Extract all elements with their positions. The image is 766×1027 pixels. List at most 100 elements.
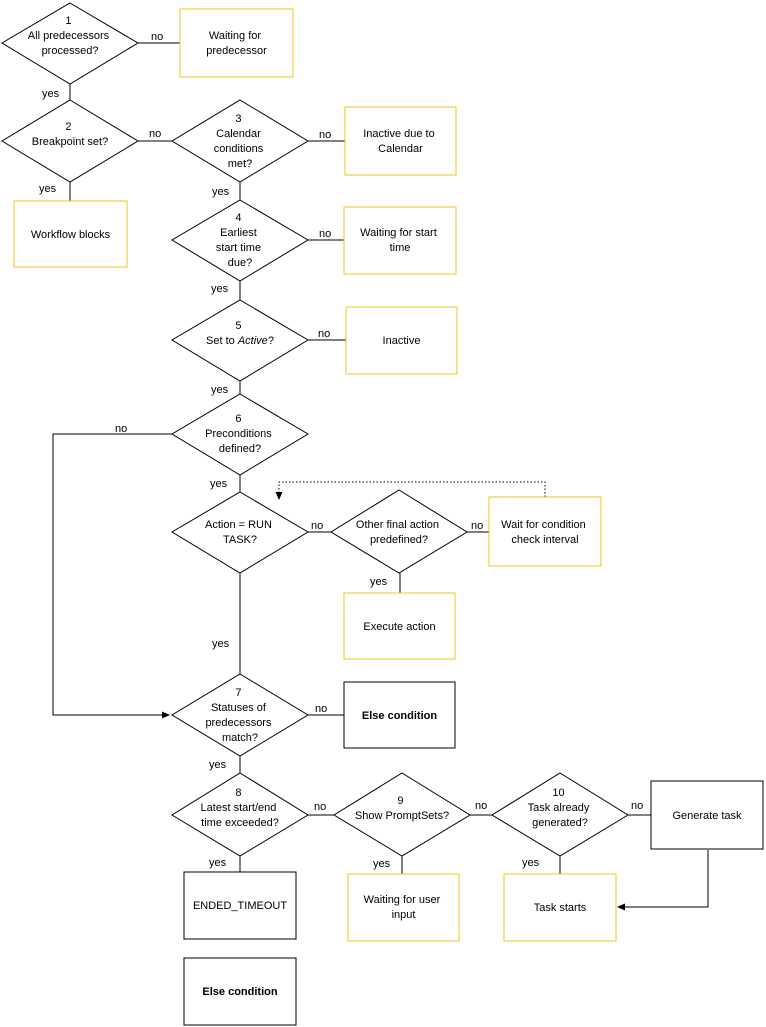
decision-9: 9 Show PromptSets?	[333, 772, 471, 857]
box-wait-for-condition-check-interval-shape	[488, 496, 602, 567]
box-else-condition-1-label: Else condition	[362, 710, 437, 722]
box-inactive-due-to-calendar-line-2: Calendar	[378, 143, 423, 155]
decision-6: 6 Preconditions defined?	[171, 393, 309, 476]
decision-8-line-2: Latest start/end	[201, 802, 277, 814]
decision-6-shape	[171, 393, 309, 476]
decisions: 1 All predecessors processed? 2 Breakpoi…	[1, 2, 629, 857]
box-else-condition-2-label: Else condition	[202, 986, 277, 998]
decision-10-line-2: Task already	[528, 802, 590, 814]
decision-7-line-3: predecessors	[205, 717, 272, 729]
decision-10-shape	[491, 772, 629, 857]
box-waiting-for-user-input-label: Waiting for user input	[364, 894, 444, 921]
decision-6-label: 6 Preconditions defined?	[205, 413, 275, 455]
box-wait-for-condition-check-interval-line-2: check interval	[511, 534, 578, 546]
box-waiting-for-start-time-label: Waiting for start time	[360, 227, 440, 254]
decision-9-label: 9 Show PromptSets?	[355, 795, 449, 822]
box-task-starts-line-1: Task starts	[534, 902, 587, 914]
edge-label-d8-no: no	[314, 801, 326, 813]
box-ended-timeout-shape	[183, 871, 297, 940]
decision-6-line-1: 6	[235, 413, 241, 425]
edge-label-d1-yes: yes	[42, 88, 60, 100]
box-generate-task: Generate task	[650, 780, 764, 850]
box-waiting-for-user-input-shape	[347, 873, 460, 942]
box-task-starts: Task starts	[503, 873, 617, 942]
edge-label-da-no: no	[311, 520, 323, 532]
box-waiting-for-start-time-line-2: time	[390, 242, 411, 254]
edge-label-d6-no: no	[115, 423, 127, 435]
decision-5-shape	[171, 299, 309, 382]
decision-action-run-task-line-2: TASK?	[223, 534, 257, 546]
edge-label-d5-yes: yes	[211, 384, 229, 396]
decision-action-run-task: Action = RUN TASK?	[171, 491, 309, 574]
box-else-condition-1: Else condition	[343, 681, 456, 749]
box-waiting-for-user-input-line-2: input	[392, 909, 416, 921]
decision-9-shape	[333, 772, 471, 857]
edge-label-db-yes: yes	[370, 576, 388, 588]
decision-4-line-4: due?	[228, 257, 252, 269]
box-inactive-due-to-calendar: Inactive due to Calendar	[344, 106, 457, 176]
edge-label-d3-yes: yes	[212, 186, 230, 198]
decision-2-line-1: 2	[65, 121, 71, 133]
decision-5-line-2: Set to Active?	[206, 335, 274, 347]
box-inactive-shape	[345, 306, 458, 375]
box-waiting-for-start-time-shape	[343, 206, 457, 275]
decision-5: 5 Set to Active?	[171, 299, 309, 382]
boxes: Waiting for predecessor Workflow blocks …	[13, 8, 764, 1026]
decision-4: 4 Earliest start time due?	[171, 199, 309, 282]
box-workflow-blocks-shape	[13, 200, 128, 268]
edge-wait-cond-loop	[275, 481, 546, 500]
decision-5-text-pre: Set to	[206, 335, 238, 347]
box-execute-action-label: Execute action	[363, 621, 435, 633]
decision-4-line-3: start time	[216, 242, 261, 254]
decision-3: 3 Calendar conditions met?	[171, 99, 309, 183]
edge-label-d2-no: no	[149, 128, 161, 140]
edge-labels: no yes no yes no yes no yes no yes no ye…	[39, 31, 643, 870]
decision-6-line-2: Preconditions	[205, 428, 272, 440]
decision-8: 8 Latest start/end time exceeded?	[171, 772, 309, 857]
decision-action-run-task-shape	[171, 491, 309, 574]
edge-label-d4-yes: yes	[211, 283, 229, 295]
edge-label-d7-no: no	[315, 703, 327, 715]
decision-3-label: 3 Calendar conditions met?	[214, 113, 267, 170]
box-else-condition-1-line-1: Else condition	[362, 710, 437, 722]
box-waiting-for-predecessor-line-2: predecessor	[206, 45, 267, 57]
edge-label-d3-no: no	[319, 129, 331, 141]
decision-3-shape	[171, 99, 309, 183]
box-ended-timeout: ENDED_TIMEOUT	[183, 871, 297, 940]
box-waiting-for-predecessor: Waiting for predecessor	[179, 8, 294, 78]
box-execute-action-line-1: Execute action	[363, 621, 435, 633]
edge-label-d8-yes: yes	[209, 857, 227, 869]
box-wait-for-condition-check-interval-line-1: Wait for condition	[501, 519, 586, 531]
box-generate-task-line-1: Generate task	[672, 810, 742, 822]
box-waiting-for-predecessor-label: Waiting for predecessor	[206, 30, 267, 57]
box-task-starts-shape	[503, 873, 617, 942]
edge-label-d9-yes: yes	[373, 858, 391, 870]
box-waiting-for-start-time: Waiting for start time	[343, 206, 457, 275]
edge-label-d4-no: no	[319, 228, 331, 240]
decision-9-line-1: 9	[397, 795, 403, 807]
decision-3-line-1: 3	[235, 113, 241, 125]
decision-4-label: 4 Earliest start time due?	[216, 212, 264, 269]
decision-3-line-4: met?	[228, 158, 252, 170]
box-workflow-blocks-line-1: Workflow blocks	[31, 229, 111, 241]
decision-10: 10 Task already generated?	[491, 772, 629, 857]
decision-1-line-1: 1	[65, 15, 71, 27]
box-waiting-for-predecessor-shape	[179, 8, 294, 78]
box-execute-action-shape	[343, 592, 456, 660]
decision-8-shape	[171, 772, 309, 857]
decision-10-line-3: generated?	[532, 817, 588, 829]
edge-label-d6-yes: yes	[210, 478, 228, 490]
decision-2: 2 Breakpoint set?	[1, 99, 139, 183]
edge-d6-d7-no	[52, 433, 172, 719]
decision-8-line-3: time exceeded?	[201, 817, 279, 829]
box-wait-for-condition-check-interval: Wait for condition check interval	[488, 496, 602, 567]
box-inactive-due-to-calendar-shape	[344, 106, 457, 176]
box-waiting-for-predecessor-line-1: Waiting for	[209, 30, 262, 42]
box-inactive-due-to-calendar-label: Inactive due to Calendar	[363, 128, 438, 155]
decision-2-shape	[1, 99, 139, 183]
box-ended-timeout-line-1: ENDED_TIMEOUT	[193, 900, 287, 912]
decision-7-label: 7 Statuses of predecessors match?	[205, 687, 274, 744]
box-workflow-blocks: Workflow blocks	[13, 200, 128, 268]
decision-6-line-3: defined?	[219, 443, 261, 455]
box-inactive-line-1: Inactive	[383, 335, 421, 347]
